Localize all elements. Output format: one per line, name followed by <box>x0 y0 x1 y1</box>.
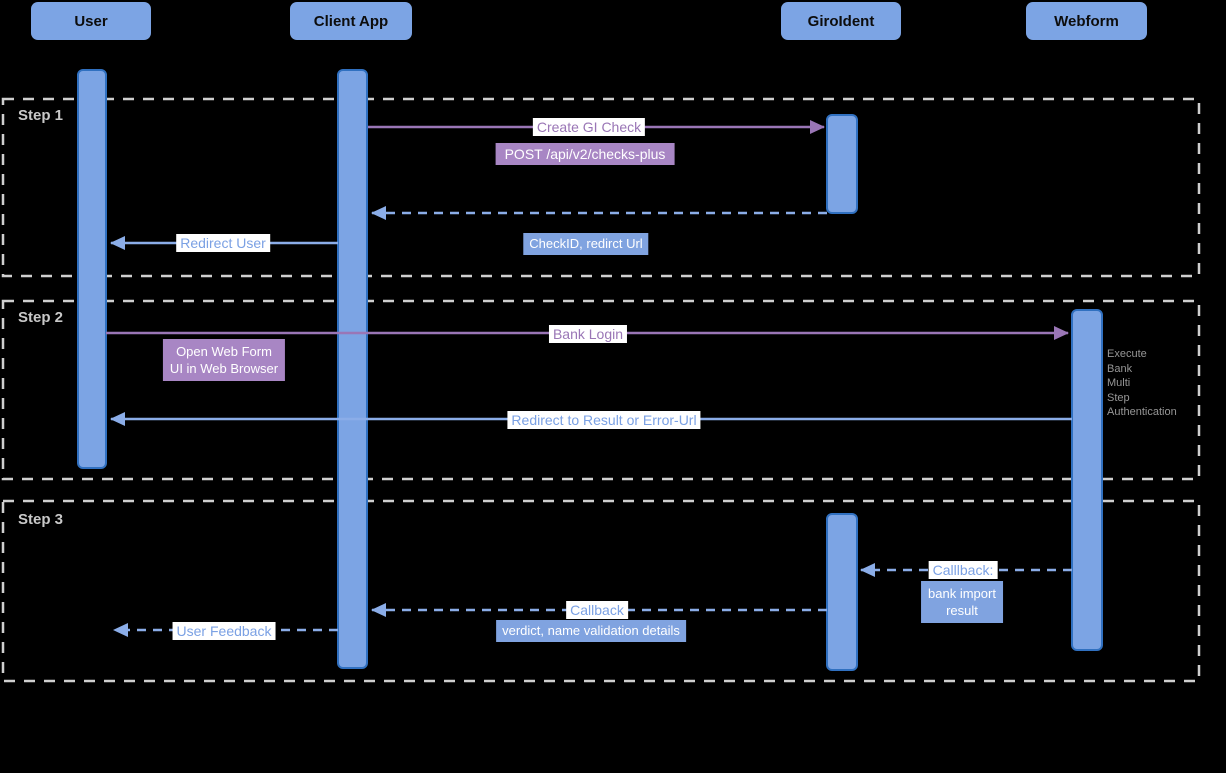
step3-label: Step 3 <box>18 511 64 528</box>
bank-import-line1: bank import <box>928 586 996 601</box>
note-post-api: POST /api/v2/checks-plus <box>495 143 675 165</box>
message-redirect-result: Redirect to Result or Error-Url <box>507 411 701 429</box>
client-app-activation-bar <box>337 69 368 669</box>
note-open-web-form-line1: Open Web Form <box>176 344 272 359</box>
user-activation-bar <box>77 69 107 469</box>
step3-frame <box>1 499 1201 683</box>
actor-client-app: Client App <box>290 2 412 40</box>
actor-giroident-label: GiroIdent <box>807 12 875 30</box>
note-open-web-form-line2: UI in Web Browser <box>169 361 279 376</box>
exec-line-3: Multi <box>1107 377 1131 389</box>
giroident-activation-bar-step3 <box>826 513 858 671</box>
note-execute-bank-auth: Execute Bank Multi Step Authentication <box>1107 347 1177 420</box>
message-user-feedback: User Feedback <box>172 622 276 640</box>
message-webform-callback: Calllback: <box>928 561 998 579</box>
actor-webform-label: Webform <box>1054 12 1119 30</box>
exec-line-5: Authentication <box>1107 406 1177 418</box>
giroident-activation-bar-step1 <box>826 114 858 214</box>
actor-user-label: User <box>74 12 108 30</box>
message-giroident-callback: Callback <box>566 601 628 619</box>
note-open-web-form: Open Web Form UI in Web Browser <box>162 339 286 381</box>
actor-webform: Webform <box>1026 2 1147 40</box>
message-redirect-user: Redirect User <box>176 234 270 252</box>
exec-line-1: Execute <box>1107 348 1147 360</box>
step1-label: Step 1 <box>18 107 64 124</box>
step2-label: Step 2 <box>18 309 64 326</box>
webform-activation-bar <box>1071 309 1103 651</box>
step1-frame <box>1 97 1201 278</box>
step2-frame <box>1 299 1201 481</box>
actor-giroident: GiroIdent <box>781 2 901 40</box>
exec-line-4: Step <box>1107 391 1130 404</box>
actor-client-app-label: Client App <box>313 12 389 30</box>
message-create-gi-check: Create GI Check <box>532 118 646 136</box>
message-bank-login: Bank Login <box>548 325 628 343</box>
note-bank-import-result: bank import result <box>921 581 1003 623</box>
exec-line-2: Bank <box>1107 362 1133 375</box>
note-verdict-details: verdict, name validation details <box>496 620 686 642</box>
bank-import-line2: result <box>946 603 978 618</box>
actor-user: User <box>31 2 151 40</box>
note-checkid-redirect-url: CheckID, redirct Url <box>523 233 649 255</box>
